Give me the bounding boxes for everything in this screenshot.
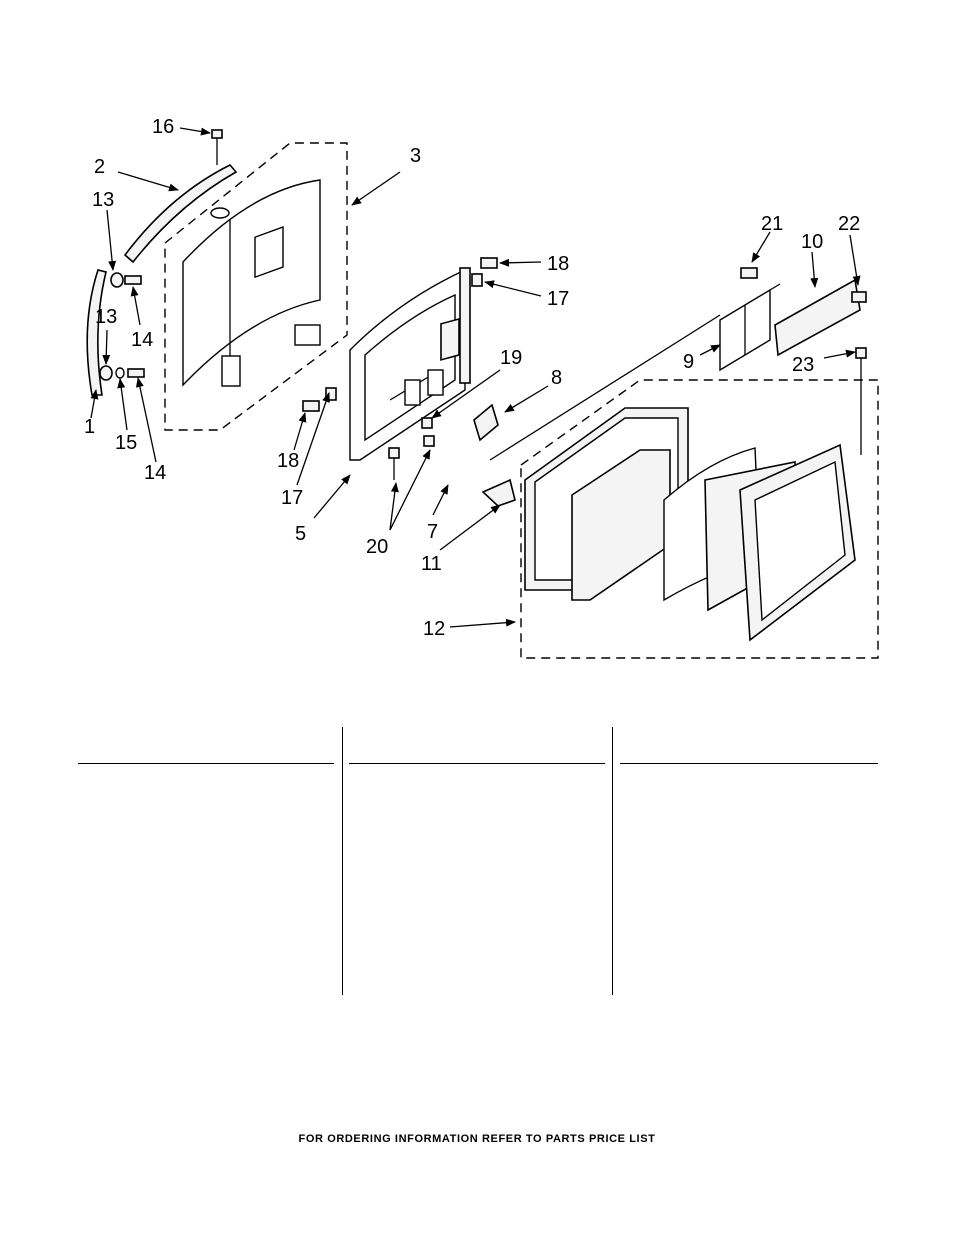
door-panel-part (182, 179, 321, 387)
door-handle-part (86, 269, 107, 396)
callout-19: 19 (500, 347, 522, 369)
callout-16: 16 (152, 116, 174, 138)
side-screws-left (302, 387, 337, 412)
callout-10: 10 (801, 231, 823, 253)
callout-17-right: 17 (547, 288, 569, 310)
callout-14-lower: 14 (144, 462, 166, 484)
parts-list-table (78, 727, 878, 995)
table-column-divider-1 (342, 727, 343, 995)
callout-12: 12 (423, 618, 445, 640)
exploded-parts-diagram: 1 2 3 5 7 8 9 10 11 12 13 13 14 14 15 16… (84, 116, 879, 659)
callout-15: 15 (115, 432, 137, 454)
handle-trim-part (123, 164, 238, 264)
callout-2: 2 (94, 156, 105, 178)
callout-11: 11 (421, 553, 442, 575)
callout-8: 8 (551, 367, 562, 389)
callout-22: 22 (838, 213, 860, 235)
callout-9: 9 (683, 351, 694, 373)
callout-7: 7 (427, 521, 438, 543)
vent-screws (740, 267, 867, 455)
screws-center (388, 417, 435, 480)
door-panel-group-outline (164, 142, 348, 431)
table-column-2-header-rule (349, 763, 605, 764)
callout-13-upper: 13 (92, 189, 114, 211)
callout-14-upper: 14 (131, 329, 153, 351)
side-screws-right (471, 257, 498, 287)
callout-3: 3 (410, 145, 421, 167)
callout-20: 20 (366, 536, 388, 558)
door-assembly-part (524, 407, 856, 642)
bracket-part (473, 403, 499, 442)
leader-lines (90, 127, 861, 628)
hinge-bracket-part (481, 478, 516, 507)
callout-18-left: 18 (277, 450, 299, 472)
callout-5: 5 (295, 523, 306, 545)
callout-labels: 1 2 3 5 7 8 9 10 11 12 13 13 14 14 15 16… (84, 116, 860, 640)
handle-hardware (99, 129, 223, 381)
callout-18-right: 18 (547, 253, 569, 275)
table-column-1-header-rule (78, 763, 334, 764)
door-assembly-group-outline (520, 379, 879, 659)
table-column-3-header-rule (620, 763, 878, 764)
callout-17-left: 17 (281, 487, 303, 509)
insulation-part (489, 283, 781, 461)
callout-13-lower: 13 (95, 306, 117, 328)
callout-21: 21 (761, 213, 783, 235)
control-frame-part (349, 267, 471, 461)
control-board-part (440, 317, 460, 361)
table-column-divider-2 (612, 727, 613, 995)
ordering-information-note: FOR ORDERING INFORMATION REFER TO PARTS … (298, 1133, 656, 1145)
vent-trim-part (774, 278, 861, 357)
callout-23: 23 (792, 354, 814, 376)
callout-1: 1 (84, 416, 95, 438)
